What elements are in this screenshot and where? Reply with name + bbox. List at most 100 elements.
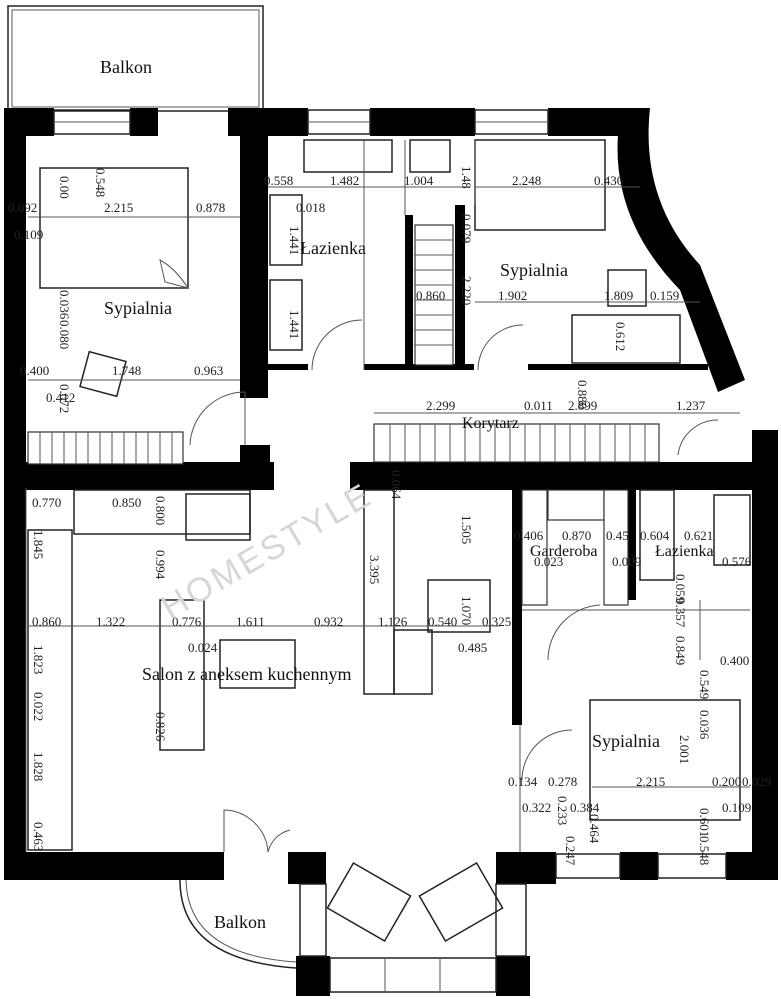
- dimension-label: 1.004: [404, 173, 434, 188]
- dimension-label: 0.604: [640, 528, 670, 543]
- dimension-label: 0.064: [389, 470, 404, 500]
- dimension-label: 1.828: [31, 752, 46, 781]
- dimension-label: 0.400: [720, 653, 749, 668]
- dimension-label: 0.548: [697, 836, 712, 865]
- dimension-label: 0.029: [742, 774, 771, 789]
- dimension-label: 2.899: [568, 398, 597, 413]
- interior-lines: [25, 140, 750, 852]
- dimension-label: 0.576: [722, 554, 752, 569]
- dimension-label: 0.849: [673, 636, 688, 665]
- dimension-label: 2.220: [459, 276, 474, 305]
- dimension-label: 0.018: [296, 200, 325, 215]
- dimension-label: 2.248: [512, 173, 541, 188]
- dimension-label: 0.549: [697, 670, 712, 699]
- furniture: [27, 139, 751, 943]
- dimension-label: 1.823: [31, 645, 46, 674]
- dimension-label: 0.860: [416, 288, 445, 303]
- dimension-label: 0.826: [153, 712, 168, 742]
- dimension-label: 0.850: [112, 495, 141, 510]
- dimension-label: 0.400: [20, 363, 49, 378]
- dimension-label: 0.036: [697, 710, 712, 740]
- dimension-label: 1.902: [498, 288, 527, 303]
- dimension-label: 0.776: [172, 614, 202, 629]
- dimension-label: 0.770: [32, 495, 61, 510]
- dimension-lines: [28, 186, 750, 788]
- radiators: [27, 224, 660, 606]
- dimension-label: 1.611: [236, 614, 265, 629]
- dimension-labels: 0.548 0.00 0.092 2.215 0.878 0.109 0.036…: [8, 166, 771, 866]
- label-corridor: Korytarz: [462, 415, 519, 432]
- dimension-label: 0.357: [673, 598, 688, 628]
- label-wardrobe: Garderoba: [530, 543, 598, 560]
- dimension-label: 0.325: [482, 614, 511, 629]
- dimension-label: 0.612: [613, 322, 628, 351]
- dimension-label: 2.215: [104, 200, 133, 215]
- dimension-label: 0.548: [93, 168, 108, 197]
- dimension-label: 1.48: [459, 166, 474, 189]
- dimension-label: 0.932: [314, 614, 343, 629]
- label-bathroom-top: Łazienka: [300, 238, 366, 258]
- dimension-label: 0.159: [650, 288, 679, 303]
- doors: [189, 319, 719, 853]
- dimension-label: 0.134: [508, 774, 538, 789]
- dimension-label: 0.464: [587, 814, 602, 844]
- dimension-label: 1.505: [459, 515, 474, 544]
- dimension-label: 0.109: [722, 800, 751, 815]
- room-labels: Balkon Sypialnia Łazienka Sypialnia Kory…: [100, 57, 714, 932]
- dimension-label: 2.215: [636, 774, 665, 789]
- dimension-label: 1.126: [378, 614, 408, 629]
- dimension-label: 2.001: [677, 735, 692, 764]
- dimension-label: 0.45: [606, 528, 629, 543]
- watermark: HOMESTYLE: [155, 476, 379, 627]
- balcony-bottom: [179, 879, 297, 969]
- dimension-label: 1.482: [330, 173, 359, 188]
- dimension-label: 0.800: [153, 496, 168, 525]
- dimension-label: 0.621: [684, 528, 713, 543]
- dimension-label: 0.430: [594, 173, 623, 188]
- dimension-label: 0.322: [522, 800, 551, 815]
- label-balcony-top: Balkon: [100, 57, 152, 77]
- dimension-label: 0.540: [428, 614, 457, 629]
- dimension-label: 1.748: [112, 363, 141, 378]
- label-living-kitchen: Salon z aneksem kuchennym: [142, 664, 351, 684]
- dimension-label: 0.022: [31, 692, 46, 721]
- dimension-label: 0.009: [612, 554, 641, 569]
- dimension-label: 0.200: [712, 774, 741, 789]
- dimension-label: 1.322: [96, 614, 125, 629]
- dimension-label: 1.237: [676, 398, 706, 413]
- dimension-label: 0.463: [31, 822, 46, 851]
- windows: [53, 109, 727, 993]
- dimension-label: 1.809: [604, 288, 633, 303]
- dimension-label: 0.880: [575, 380, 590, 409]
- dimension-label: 1.441: [287, 226, 302, 255]
- dimension-label: 0.384: [570, 800, 600, 815]
- dimension-label: 1.070: [459, 596, 474, 625]
- dimension-label: 0.036: [57, 290, 72, 320]
- dimension-label: 0.00: [57, 176, 72, 199]
- label-balcony-bottom: Balkon: [214, 912, 266, 932]
- dimension-label: 0.023: [534, 554, 563, 569]
- dimension-label: 0.860: [32, 614, 61, 629]
- dimension-label: 0.092: [8, 200, 37, 215]
- dimension-label: 0.870: [562, 528, 591, 543]
- dimension-label: 0.963: [194, 363, 223, 378]
- dimension-label: 0.601: [697, 808, 712, 837]
- dimension-label: 1.441: [287, 310, 302, 339]
- dimension-label: 0.406: [514, 528, 544, 543]
- dimension-label: 0.059: [673, 574, 688, 603]
- dimension-label: 3.395: [367, 555, 382, 584]
- dimension-label: 0.011: [524, 398, 553, 413]
- dimension-label: 0.994: [153, 550, 168, 580]
- dimension-label: 0.072: [57, 384, 72, 413]
- dimension-label: 0.412: [46, 390, 75, 405]
- walls: [4, 108, 778, 996]
- dimension-label: 0.233: [555, 796, 570, 825]
- label-bedroom-top-right: Sypialnia: [500, 260, 568, 280]
- label-bedroom-bottom-right: Sypialnia: [592, 731, 660, 751]
- label-bathroom-right: Łazienka: [655, 543, 714, 560]
- dimension-label: 0.485: [458, 640, 487, 655]
- dimension-label: 0.109: [14, 227, 43, 242]
- dimension-label: 1.845: [31, 530, 46, 559]
- dimension-label: 0.558: [264, 173, 293, 188]
